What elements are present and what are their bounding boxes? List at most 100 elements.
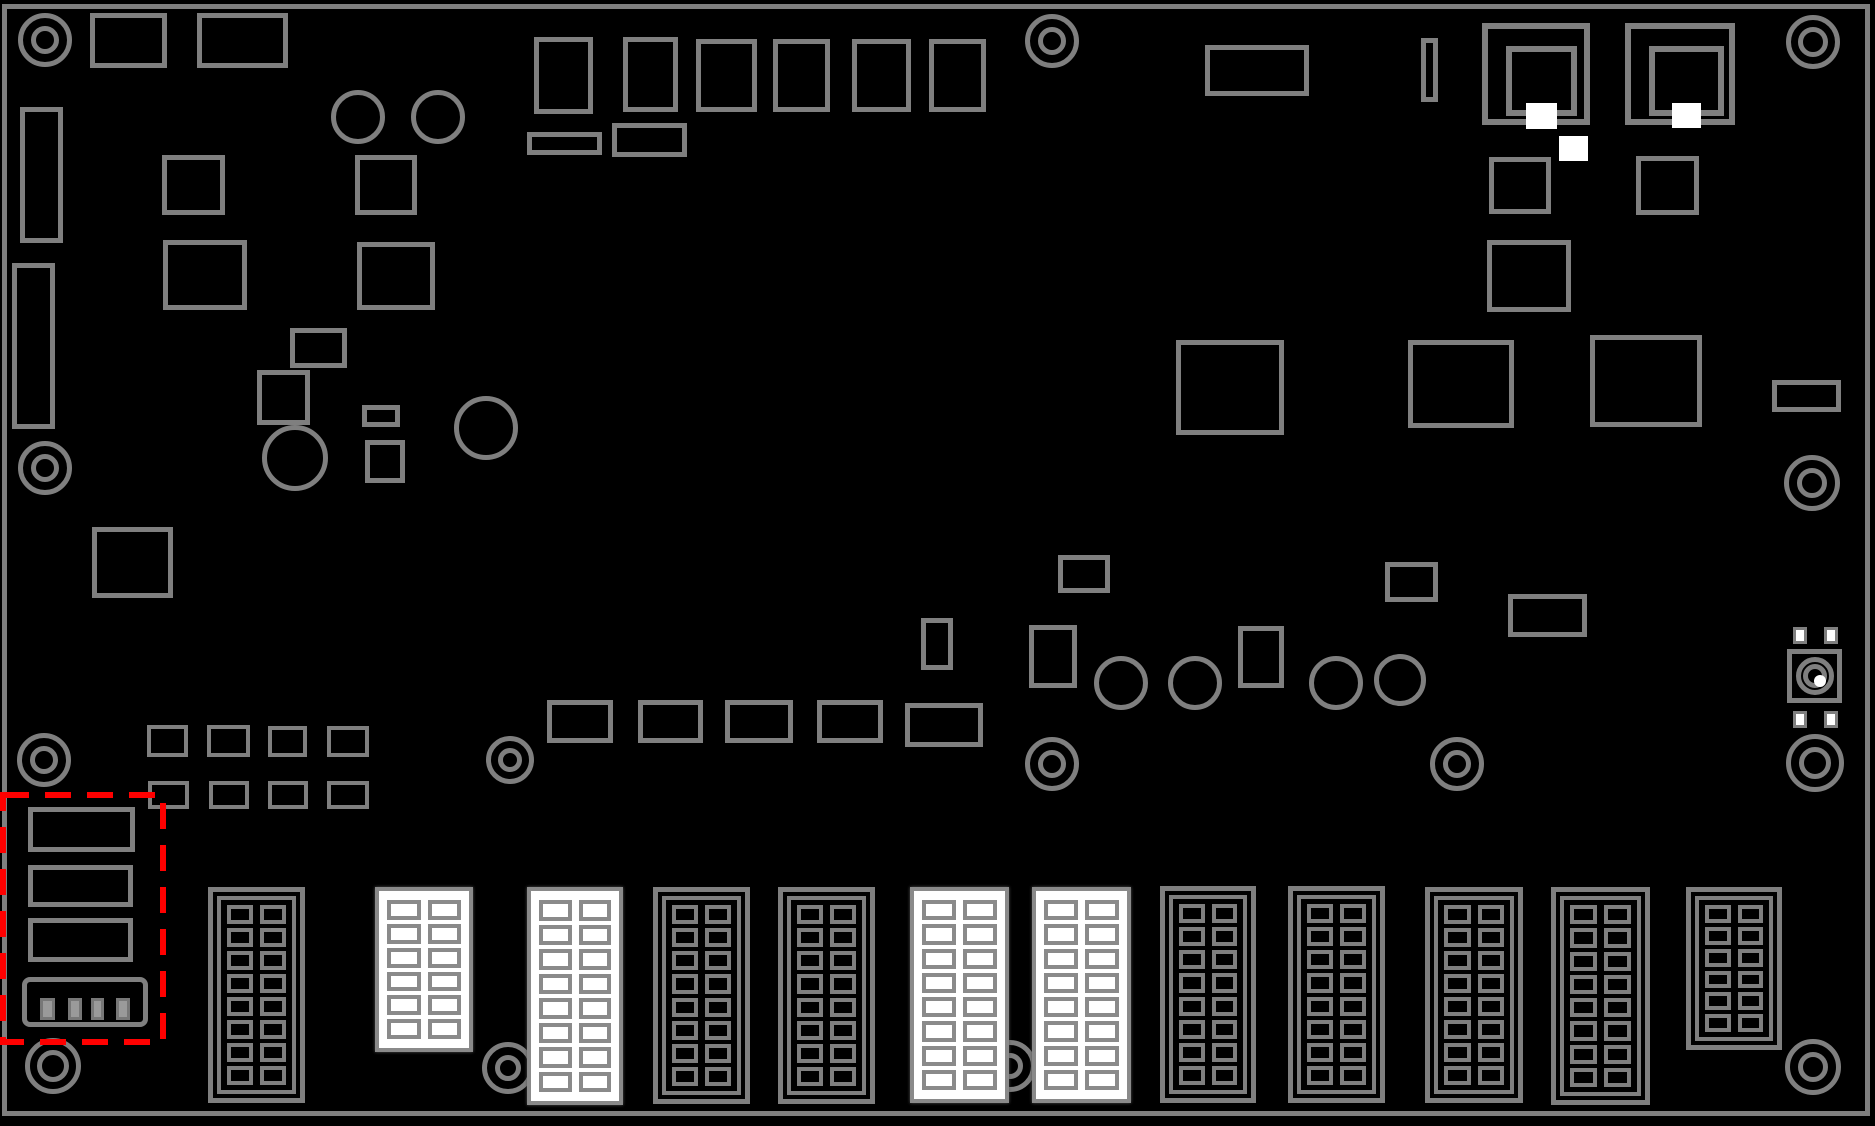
pin-header-5-pins bbox=[797, 905, 856, 1086]
pin-header-11-pin-pad bbox=[1570, 905, 1597, 925]
pin-header-7-pin-pad bbox=[1085, 1069, 1119, 1090]
pin-header-3-pin-pad bbox=[578, 1047, 611, 1068]
pin-header-9-pin-pad bbox=[1340, 1019, 1366, 1039]
pin-header-3-pin-pad bbox=[539, 1047, 572, 1068]
pin-header-3-inner bbox=[539, 900, 611, 1092]
pin-header-5-pin-pad bbox=[830, 905, 856, 925]
pin-header-6-pin-pad bbox=[963, 948, 997, 969]
pin-header-5-pin-pad bbox=[830, 951, 856, 971]
pin-header-3-pin-pad bbox=[539, 900, 572, 921]
pin-header-11-pin-pad bbox=[1570, 951, 1597, 971]
top-row-square-6 bbox=[929, 39, 986, 112]
pin-header-8-pin-pad bbox=[1211, 1019, 1237, 1039]
tactile-switch-leg-2 bbox=[1824, 627, 1838, 644]
pin-header-7 bbox=[1032, 887, 1131, 1103]
pin-header-8 bbox=[1160, 886, 1256, 1103]
pin-header-9-pin-pad bbox=[1340, 927, 1366, 947]
pad-grid-r2c4 bbox=[327, 781, 369, 809]
pin-header-12-pin-pad bbox=[1737, 970, 1763, 989]
pin-header-1-pin-pad bbox=[227, 1043, 253, 1062]
pin-header-2 bbox=[375, 887, 473, 1052]
mounting-hole-bottom-right bbox=[1785, 1039, 1841, 1095]
component-square-tr-2 bbox=[1636, 156, 1699, 215]
pin-header-8-pin-pad bbox=[1179, 1019, 1205, 1039]
pin-header-1-pin-pad bbox=[260, 951, 286, 970]
pin-header-8-pin-pad bbox=[1179, 996, 1205, 1016]
pin-header-7-pin-pad bbox=[1044, 997, 1078, 1018]
pin-header-5-pin-pad bbox=[797, 1020, 823, 1040]
pin-header-9-pin-pad bbox=[1340, 904, 1366, 924]
pin-header-10-inner bbox=[1434, 896, 1514, 1094]
pin-header-8-pin-pad bbox=[1179, 950, 1205, 970]
component-rect-mid-4 bbox=[1385, 562, 1438, 602]
pin-header-6 bbox=[910, 887, 1009, 1103]
component-rect-tl-2 bbox=[197, 13, 288, 68]
pin-header-9-pin-pad bbox=[1307, 1019, 1333, 1039]
pin-header-4-pin-pad bbox=[672, 928, 698, 948]
tactile-switch bbox=[1787, 627, 1842, 728]
component-rect-4 bbox=[362, 405, 400, 427]
pin-header-1-pin-pad bbox=[260, 928, 286, 947]
pin-header-11-pin-pad bbox=[1604, 1067, 1631, 1087]
tactile-switch-body bbox=[1787, 649, 1842, 703]
pin-header-11-pin-pad bbox=[1570, 1067, 1597, 1087]
component-circle-mid-3 bbox=[1309, 656, 1363, 710]
pin-header-3-pin-pad bbox=[578, 973, 611, 994]
pin-header-8-pin-pad bbox=[1179, 904, 1205, 924]
pin-header-11-pin-pad bbox=[1604, 905, 1631, 925]
pin-header-6-pin-pad bbox=[922, 924, 956, 945]
pin-header-11-pin-pad bbox=[1570, 928, 1597, 948]
mounting-hole-left-upper bbox=[18, 441, 72, 495]
pin-header-12-pin-pad bbox=[1705, 1014, 1731, 1032]
pin-header-11-pin-pad bbox=[1570, 998, 1597, 1018]
pin-header-5-pin-pad bbox=[797, 1043, 823, 1063]
pin-header-7-pin-pad bbox=[1085, 997, 1119, 1018]
pin-header-2-pin-pad bbox=[387, 923, 421, 944]
component-square-tr-3 bbox=[1487, 240, 1571, 312]
pin-header-11-pin-pad bbox=[1604, 951, 1631, 971]
pin-header-1-pin-pad bbox=[227, 1066, 253, 1085]
pin-header-7-pin-pad bbox=[1085, 1045, 1119, 1066]
pin-header-5-pin-pad bbox=[830, 928, 856, 948]
pin-header-8-pins bbox=[1179, 904, 1237, 1085]
pin-header-5-pin-pad bbox=[830, 1043, 856, 1063]
pin-header-5 bbox=[778, 887, 875, 1104]
component-rect-mid-2 bbox=[1029, 625, 1077, 688]
mounting-hole-mid-1-inner bbox=[498, 748, 522, 772]
pin-header-9-inner bbox=[1297, 895, 1376, 1094]
pad-row-rect-5 bbox=[905, 703, 983, 747]
component-circle-3 bbox=[262, 425, 328, 491]
pin-header-5-pin-pad bbox=[830, 997, 856, 1017]
pin-header-10-pin-pad bbox=[1477, 1043, 1504, 1062]
pin-header-9-pins bbox=[1307, 904, 1366, 1085]
pin-header-3-pin-pad bbox=[539, 1071, 572, 1092]
pin-header-9-pin-pad bbox=[1307, 904, 1333, 924]
pin-header-12-pin-pad bbox=[1705, 926, 1731, 945]
ic-marker-1-pin1-marker bbox=[1526, 103, 1557, 129]
pin-header-1-pin-pad bbox=[260, 1066, 286, 1085]
pin-header-11-inner bbox=[1560, 896, 1641, 1096]
pin-header-10-pin-pad bbox=[1444, 974, 1471, 993]
pin-header-1-pin-pad bbox=[227, 997, 253, 1016]
pin-header-12-pins bbox=[1705, 905, 1763, 1032]
pin-header-4 bbox=[653, 887, 750, 1104]
pin-header-12-pin-pad bbox=[1737, 926, 1763, 945]
component-circle-mid-2 bbox=[1168, 656, 1222, 710]
pin-header-5-inner bbox=[787, 896, 866, 1095]
mounting-hole-bottom-right-inner bbox=[1798, 1052, 1828, 1082]
component-rect-right-edge bbox=[1772, 380, 1841, 412]
pin-header-9 bbox=[1288, 886, 1385, 1103]
pin-header-1-pin-pad bbox=[227, 928, 253, 947]
pin-header-5-pin-pad bbox=[797, 1066, 823, 1086]
pin-header-6-inner bbox=[922, 900, 997, 1090]
pad-grid-r1c3 bbox=[268, 726, 307, 757]
pin-header-10-pin-pad bbox=[1444, 905, 1471, 924]
pin-header-11-pin-pad bbox=[1570, 974, 1597, 994]
pin-header-9-pin-pad bbox=[1340, 1042, 1366, 1062]
pin-header-1-inner bbox=[217, 896, 296, 1094]
component-rect-tl-1 bbox=[90, 13, 167, 68]
pin-header-3-pin-pad bbox=[539, 1022, 572, 1043]
pin-header-1-pin-pad bbox=[260, 997, 286, 1016]
pin-header-4-pin-pad bbox=[705, 997, 731, 1017]
pin-header-1-pin-pad bbox=[227, 974, 253, 993]
